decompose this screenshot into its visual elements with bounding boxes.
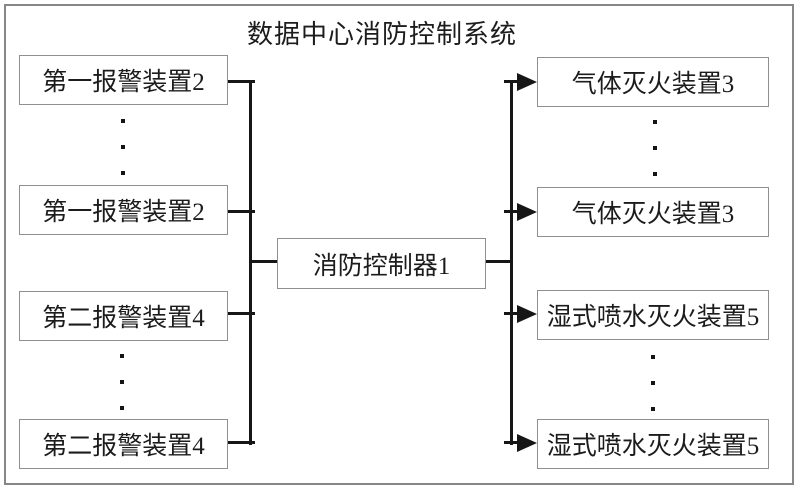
ellipsis-dot — [651, 381, 655, 385]
controller-box: 消防控制器1 — [277, 238, 486, 289]
right-box-wet-sprinkler-1: 湿式喷水灭火装置5 — [537, 290, 769, 340]
right-box-wet-sprinkler-1-label: 湿式喷水灭火装置5 — [546, 304, 760, 331]
right-box-gas-extinguisher-2: 气体灭火装置3 — [537, 187, 769, 237]
ellipsis-dot — [651, 355, 655, 359]
right-box-gas-extinguisher-1-label: 气体灭火装置3 — [571, 71, 735, 98]
ellipsis-dot — [120, 380, 124, 384]
left-connector-2 — [228, 210, 255, 213]
right-box-gas-extinguisher-2-label: 气体灭火装置3 — [571, 201, 735, 228]
vertical-ellipsis-right-top — [653, 120, 657, 176]
left-box-alarm-2: 第一报警装置2 — [19, 185, 228, 235]
ellipsis-dot — [121, 145, 125, 149]
ellipsis-dot — [653, 120, 657, 124]
diagram-title: 数据中心消防控制系统 — [246, 20, 517, 49]
controller-left-connector — [249, 260, 277, 263]
arrowhead-right-icon — [517, 434, 537, 452]
ellipsis-dot — [120, 354, 124, 358]
right-arrow-tail-1 — [504, 80, 519, 83]
right-arrow-tail-4 — [504, 441, 519, 444]
left-box-alarm-3: 第二报警装置4 — [19, 291, 228, 341]
left-box-alarm-4-label: 第二报警装置4 — [42, 433, 205, 460]
controller-box-label: 消防控制器1 — [312, 252, 451, 280]
left-box-alarm-1-label: 第一报警装置2 — [42, 69, 205, 96]
arrowhead-right-icon — [517, 203, 537, 221]
left-box-alarm-2-label: 第一报警装置2 — [42, 199, 205, 226]
controller-right-connector — [486, 260, 513, 263]
vertical-ellipsis-left-bottom — [120, 354, 124, 410]
vertical-ellipsis-left-top — [121, 119, 125, 175]
ellipsis-dot — [121, 119, 125, 123]
left-connector-4 — [228, 441, 255, 444]
left-connector-1 — [228, 80, 255, 83]
right-arrow-tail-3 — [504, 312, 519, 315]
arrowhead-right-icon — [517, 305, 537, 323]
ellipsis-dot — [121, 171, 125, 175]
right-box-wet-sprinkler-2: 湿式喷水灭火装置5 — [537, 419, 769, 469]
ellipsis-dot — [653, 146, 657, 150]
right-box-gas-extinguisher-1: 气体灭火装置3 — [537, 57, 769, 107]
right-arrow-tail-2 — [504, 210, 519, 213]
left-box-alarm-4: 第二报警装置4 — [19, 419, 228, 469]
vertical-ellipsis-right-bottom — [651, 355, 655, 411]
left-connector-3 — [228, 312, 255, 315]
left-box-alarm-1: 第一报警装置2 — [19, 55, 228, 105]
ellipsis-dot — [651, 407, 655, 411]
outer-frame — [4, 4, 794, 485]
ellipsis-dot — [653, 172, 657, 176]
ellipsis-dot — [120, 406, 124, 410]
arrowhead-right-icon — [517, 73, 537, 91]
left-box-alarm-3-label: 第二报警装置4 — [42, 305, 205, 332]
right-box-wet-sprinkler-2-label: 湿式喷水灭火装置5 — [546, 433, 760, 460]
